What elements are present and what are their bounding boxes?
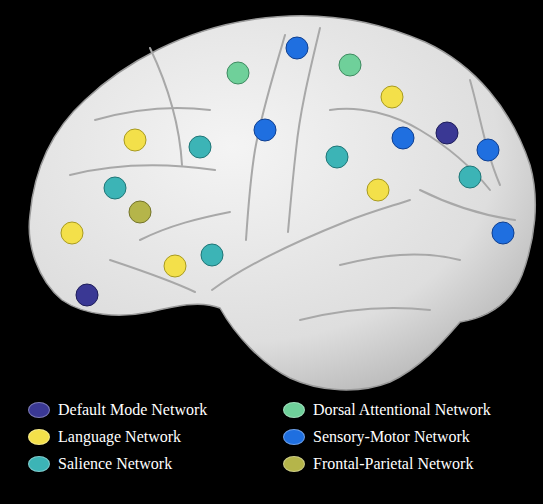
legend-label: Frontal-Parietal Network xyxy=(313,454,473,474)
sulci xyxy=(70,28,515,320)
default-mode-dot xyxy=(436,122,458,144)
language-dot xyxy=(164,255,186,277)
legend-label: Default Mode Network xyxy=(58,400,207,420)
sensory-motor-dot xyxy=(392,127,414,149)
legend-entry: Dorsal Attentional Network xyxy=(283,400,491,420)
sensory-motor-dot xyxy=(477,139,499,161)
legend-swatch xyxy=(283,429,305,445)
legend-label: Sensory-Motor Network xyxy=(313,427,470,447)
salience-dot xyxy=(201,244,223,266)
dorsal-attention-dot xyxy=(227,62,249,84)
brain-outline xyxy=(29,16,535,390)
legend-entry: Sensory-Motor Network xyxy=(283,427,470,447)
legend-swatch xyxy=(28,402,50,418)
salience-dot xyxy=(189,136,211,158)
language-dot xyxy=(367,179,389,201)
language-dot xyxy=(61,222,83,244)
legend-label: Language Network xyxy=(58,427,181,447)
frontal-parietal-dot xyxy=(129,201,151,223)
legend-label: Salience Network xyxy=(58,454,172,474)
legend-entry: Default Mode Network xyxy=(28,400,207,420)
network-dots xyxy=(61,37,514,306)
legend-swatch xyxy=(28,429,50,445)
sensory-motor-dot xyxy=(254,119,276,141)
dorsal-attention-dot xyxy=(339,54,361,76)
sensory-motor-dot xyxy=(286,37,308,59)
salience-dot xyxy=(104,177,126,199)
legend-swatch xyxy=(283,456,305,472)
language-dot xyxy=(124,129,146,151)
legend-swatch xyxy=(283,402,305,418)
legend-swatch xyxy=(28,456,50,472)
sensory-motor-dot xyxy=(492,222,514,244)
legend-entry: Frontal-Parietal Network xyxy=(283,454,473,474)
legend-label: Dorsal Attentional Network xyxy=(313,400,491,420)
salience-dot xyxy=(326,146,348,168)
legend-entry: Salience Network xyxy=(28,454,172,474)
salience-dot xyxy=(459,166,481,188)
default-mode-dot xyxy=(76,284,98,306)
legend-entry: Language Network xyxy=(28,427,181,447)
language-dot xyxy=(381,86,403,108)
